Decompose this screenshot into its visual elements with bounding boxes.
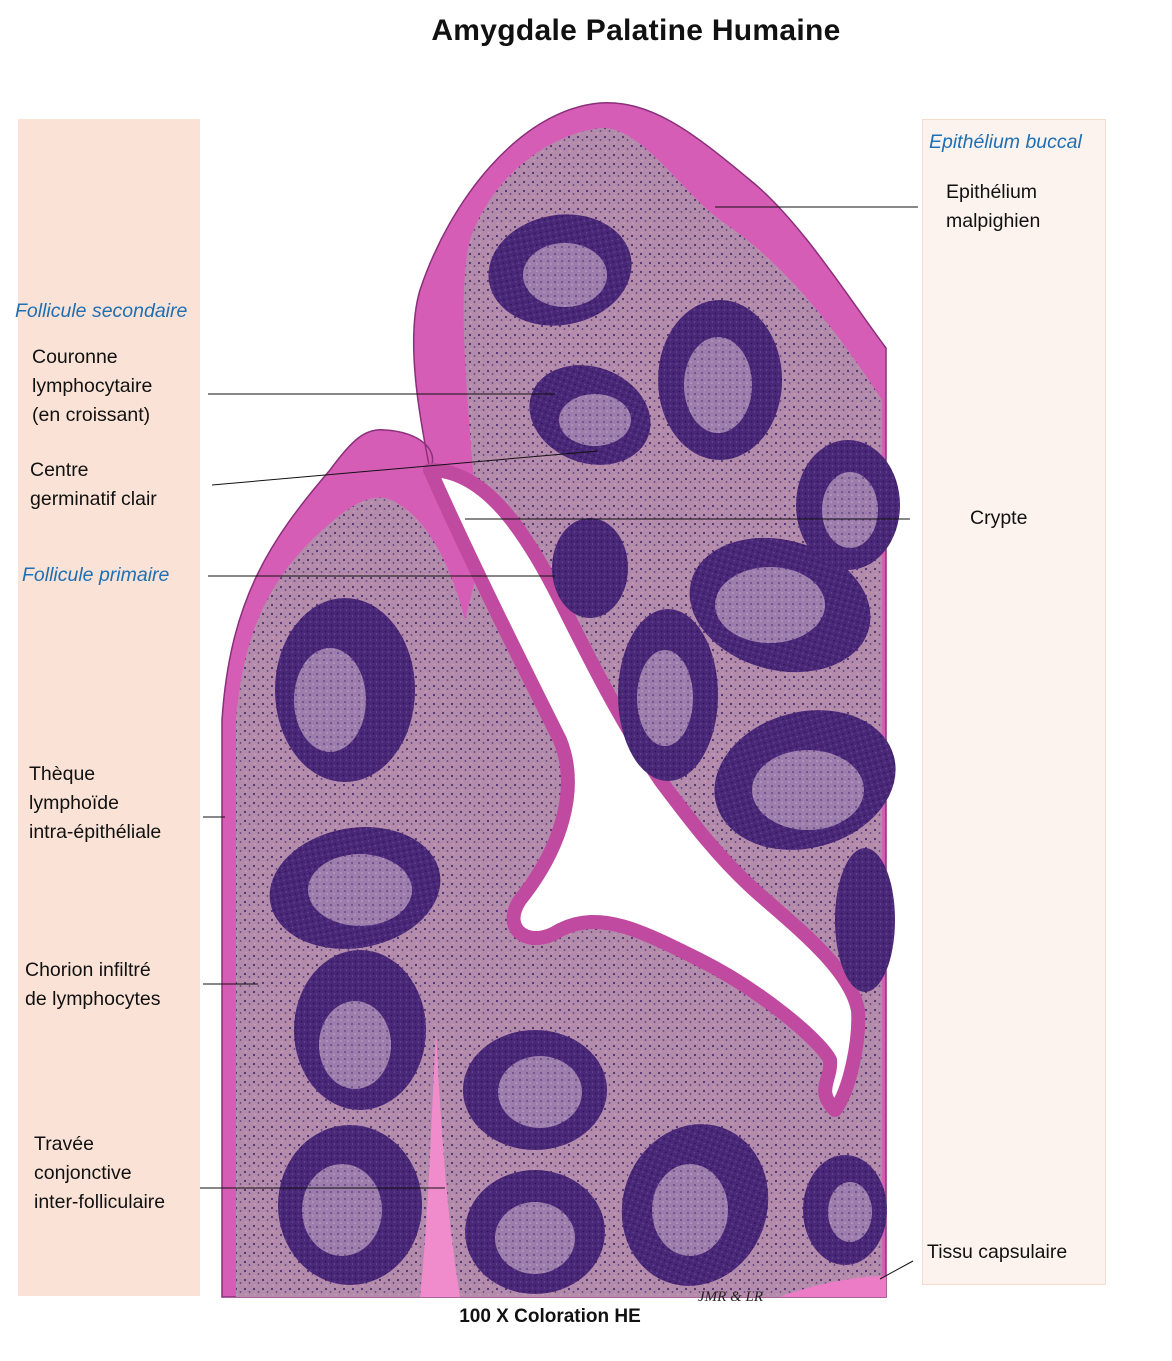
label-epithelium-line1: Epithélium (946, 181, 1038, 203)
label-tissu-capsulaire: Tissu capsulaire (927, 1241, 1068, 1263)
label-travee-line1: Travée (34, 1133, 94, 1155)
leader-lines (200, 206, 918, 1280)
label-couronne-line2: lymphocytaire (32, 375, 153, 397)
label-follicule-secondaire: Follicule secondaire (15, 300, 188, 322)
label-theque-line2: lymphoïde (29, 792, 119, 814)
label-travee-line3: inter-folliculaire (34, 1191, 166, 1213)
label-crypte: Crypte (970, 507, 1028, 529)
label-couronne-line3: (en croissant) (32, 404, 151, 426)
label-epithelium-line2: malpighien (946, 210, 1041, 232)
label-theque-line1: Thèque (29, 763, 96, 785)
left-label-panel (18, 119, 200, 1296)
label-epithelium-buccal: Epithélium buccal (929, 131, 1082, 153)
label-centre-line2: germinatif clair (30, 488, 157, 510)
author-signature: JMR & LR (698, 1289, 763, 1305)
page-title: Amygdale Palatine Humaine (431, 14, 841, 47)
label-follicule-primaire: Follicule primaire (22, 564, 170, 586)
right-label-panel (922, 119, 1106, 1285)
capsular-tissue (780, 1276, 886, 1297)
label-chorion-line1: Chorion infiltré (25, 959, 151, 981)
label-centre-line1: Centre (30, 459, 89, 481)
figure-caption: 100 X Coloration HE (459, 1306, 641, 1327)
label-travee-line2: conjonctive (34, 1162, 132, 1184)
label-chorion-line2: de lymphocytes (25, 988, 161, 1010)
trabecula (420, 1030, 460, 1297)
label-theque-line3: intra-épithéliale (29, 821, 162, 843)
follicle-group (269, 214, 900, 1294)
label-couronne-line1: Couronne (32, 346, 118, 368)
